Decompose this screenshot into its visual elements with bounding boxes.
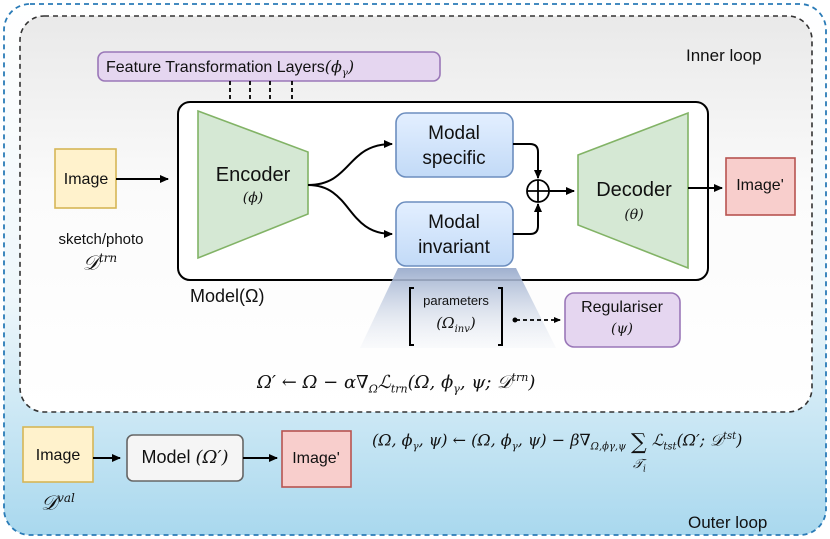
- encoder-shape: [197, 109, 309, 260]
- sum-symbol: ∑𝒯i: [631, 430, 647, 475]
- parameters-param: (Ωinv): [436, 314, 476, 335]
- feature-transformation-label: Feature Transformation Layers(ϕγ): [106, 59, 354, 79]
- val-image-label: Image: [35, 447, 81, 464]
- regulariser-label: Regulariser: [581, 299, 663, 316]
- parameters-label: parameters: [423, 293, 489, 308]
- outer-loop-label: Outer loop: [688, 513, 768, 532]
- updated-model-label: Model (Ω′): [141, 447, 229, 468]
- feature-transformation-param: (ϕγ): [324, 57, 355, 80]
- input-dataset: 𝒟trn: [82, 250, 118, 275]
- feature-transformation-text: Feature Transformation Layers: [106, 59, 325, 76]
- modal-specific-line2: specific: [422, 148, 486, 169]
- input-caption: sketch/photo: [58, 231, 144, 248]
- val-image-box: [22, 426, 94, 483]
- decoder-param: (θ): [624, 207, 644, 223]
- modal-specific-line1: Modal: [428, 123, 480, 144]
- parameters-anchor-dot: [512, 317, 518, 323]
- encoder-label: Encoder: [215, 164, 291, 186]
- input-image-label: Image: [63, 171, 109, 188]
- modal-invariant-line2: invariant: [418, 237, 490, 258]
- regulariser-box: [564, 292, 681, 348]
- decoder-label: Decoder: [596, 179, 672, 201]
- parameters-brackets: [409, 287, 503, 346]
- modal-invariant-line1: Modal: [428, 212, 480, 233]
- feature-transformation-box: [97, 51, 441, 82]
- val-output-box: [281, 430, 352, 488]
- encoder-to-specific-arrow: [307, 140, 393, 186]
- encoder-param: (ϕ): [242, 190, 264, 206]
- model-label: Model(Ω): [190, 286, 265, 306]
- output-image-box: [725, 157, 796, 216]
- outer-update-equation: (Ω, ϕγ, ψ) ← (Ω, ϕγ, ψ) − β∇Ω,ϕγ,ψ ∑𝒯i ℒ…: [372, 430, 743, 475]
- val-dataset: 𝒟val: [41, 490, 75, 515]
- specific-to-sum-arrow: [513, 143, 542, 179]
- output-image-label: Image': [736, 177, 784, 194]
- val-output-label: Image': [292, 450, 340, 467]
- invariant-to-sum-arrow: [513, 203, 542, 235]
- sum-node: [526, 179, 550, 203]
- regulariser-param: (ψ): [611, 321, 633, 337]
- input-image-box: [54, 148, 117, 209]
- encoder-to-invariant-arrow: [307, 184, 393, 238]
- decoder-shape: [577, 111, 689, 270]
- inner-loop-label: Inner loop: [686, 46, 762, 65]
- inner-update-equation: Ω′ ← Ω − α∇Ωℒtrn(Ω, ϕγ, ψ; 𝒟trn): [257, 371, 536, 396]
